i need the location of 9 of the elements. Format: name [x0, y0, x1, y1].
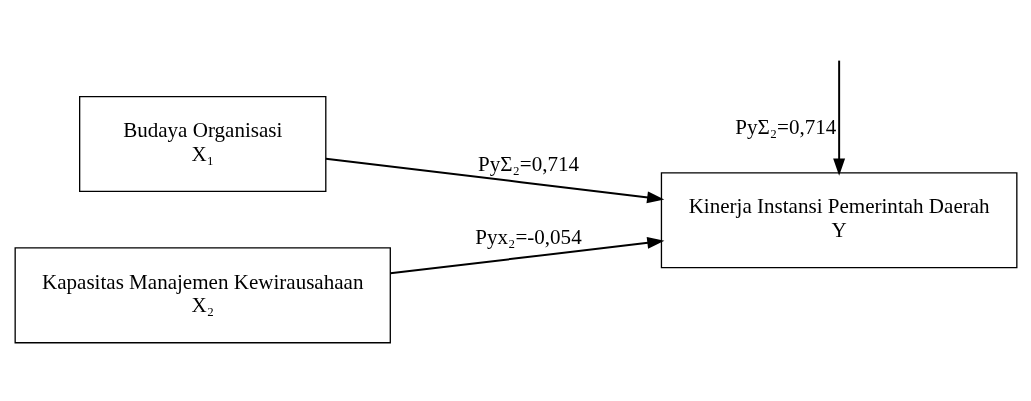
edge-label: PyΣ₂=0,714	[477, 151, 579, 176]
edge-label: PyΣ₂=0,714	[734, 114, 836, 139]
arrow	[832, 59, 845, 176]
arrow	[324, 157, 664, 203]
node-box: Kapasitas Manajemen Kewirausahaan X₂	[14, 246, 391, 343]
node-box: Budaya Organisasi X₁	[78, 95, 326, 192]
edge-label: Pyx₂=-0,054	[474, 224, 582, 249]
arrow	[388, 236, 664, 274]
node-box: Kinerja Instansi Pemerintah Daerah Y	[660, 171, 1017, 268]
